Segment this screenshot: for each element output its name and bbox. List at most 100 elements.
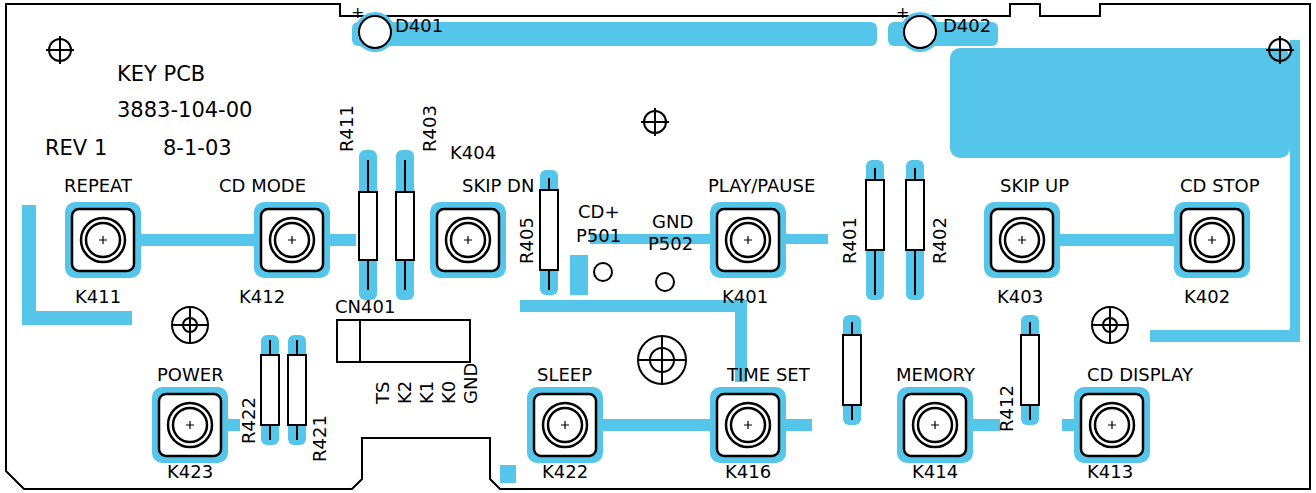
- silkscreen-label: REV 1: [45, 136, 107, 160]
- switch-body: [159, 394, 221, 456]
- mounting-holes: [46, 36, 1294, 384]
- switch-body: [72, 209, 134, 271]
- silkscreen-label: 8-1-03: [163, 136, 232, 160]
- silkscreen-label: REPEAT: [64, 176, 132, 197]
- switch-ring: [1000, 218, 1044, 262]
- part-label: K0: [439, 381, 460, 404]
- switch-ring: [1095, 408, 1129, 442]
- part-label: GND: [461, 363, 482, 404]
- connector-symbol: [337, 320, 470, 362]
- switch-body: [534, 394, 596, 456]
- silkscreen-label: K404: [450, 143, 496, 164]
- switch-body: [717, 209, 779, 271]
- switch-ring: [1090, 403, 1134, 447]
- part-label: R411: [337, 105, 358, 152]
- silkscreen-label: TIME SET: [727, 365, 810, 386]
- silkscreen-label: K401: [722, 287, 768, 308]
- part-label: R403: [420, 105, 441, 152]
- switch-ring: [86, 223, 120, 257]
- switch-ring: [548, 408, 582, 442]
- part-label: R405: [517, 217, 538, 264]
- silkscreen-label: 3883-104-00: [117, 98, 252, 122]
- silkscreen-label: K422: [542, 462, 588, 483]
- test-points: [594, 263, 674, 291]
- switch-body: [437, 209, 499, 271]
- switch-ring: [918, 408, 952, 442]
- silkscreen-label: SKIP DN: [462, 176, 534, 197]
- silkscreen-label: GND: [652, 212, 693, 233]
- silkscreen-label: SKIP UP: [1000, 176, 1069, 197]
- silkscreen-label: K416: [725, 462, 771, 483]
- switch-body: [717, 394, 779, 456]
- switch-ring: [275, 223, 309, 257]
- switch-body: [1181, 209, 1243, 271]
- part-label: K1: [417, 381, 438, 404]
- silkscreen-label: CN401: [335, 297, 395, 318]
- silkscreen-label: K414: [912, 462, 958, 483]
- switch-center: [99, 236, 107, 244]
- switch-center: [464, 236, 472, 244]
- silkscreen-label: K423: [167, 462, 213, 483]
- switch-body: [261, 209, 323, 271]
- switch-center: [744, 421, 752, 429]
- silkscreen-label: MEMORY: [896, 365, 975, 386]
- switch-ring: [81, 218, 125, 262]
- switch-center: [931, 421, 939, 429]
- switch-center: [744, 236, 752, 244]
- switch-ring: [168, 403, 212, 447]
- switch-ring: [913, 403, 957, 447]
- switch-ring: [173, 408, 207, 442]
- part-label: R412: [997, 385, 1018, 432]
- switch-ring: [731, 223, 765, 257]
- silkscreen-label: SLEEP: [537, 365, 592, 386]
- switch-center: [288, 236, 296, 244]
- switch-symbols: [72, 209, 1243, 456]
- switch-center: [1018, 236, 1026, 244]
- silkscreen-label: POWER: [157, 365, 224, 386]
- silkscreen-label: K403: [997, 287, 1043, 308]
- silkscreen-label: P502: [648, 234, 693, 255]
- part-label: R401: [840, 217, 861, 264]
- switch-center: [1108, 421, 1116, 429]
- silkscreen-label: +: [896, 4, 909, 22]
- silkscreen-label: CD MODE: [219, 176, 306, 197]
- switch-ring: [1195, 223, 1229, 257]
- switch-body: [904, 394, 966, 456]
- board-outline: [6, 4, 1310, 489]
- silkscreen-label: D401: [395, 16, 443, 37]
- silkscreen-label: D402: [943, 16, 991, 37]
- switch-center: [186, 421, 194, 429]
- switch-ring: [726, 403, 770, 447]
- silkscreen-label: +: [351, 4, 364, 22]
- switch-ring: [731, 408, 765, 442]
- silkscreen-label: CD STOP: [1180, 176, 1260, 197]
- silkscreen-label: P501: [576, 226, 621, 247]
- silkscreen-label: PLAY/PAUSE: [708, 176, 815, 197]
- switch-ring: [270, 218, 314, 262]
- switch-center: [1208, 236, 1216, 244]
- switch-ring: [543, 403, 587, 447]
- silkscreen-label: K402: [1184, 287, 1230, 308]
- silkscreen-label: K413: [1087, 462, 1133, 483]
- silkscreen-label: KEY PCB: [117, 62, 205, 86]
- part-label: TS: [373, 382, 394, 404]
- switch-body: [1081, 394, 1143, 456]
- copper-layer: [22, 12, 1300, 483]
- silkscreen-label: K411: [75, 287, 121, 308]
- switch-ring: [1190, 218, 1234, 262]
- switch-ring: [446, 218, 490, 262]
- part-label: R402: [930, 217, 951, 264]
- part-label: K2: [395, 381, 416, 404]
- switch-ring: [726, 218, 770, 262]
- switch-center: [561, 421, 569, 429]
- part-label: R422: [239, 397, 260, 444]
- silkscreen-label: CD+: [578, 202, 620, 223]
- led-symbols: [359, 16, 936, 48]
- silkscreen-label: K412: [239, 287, 285, 308]
- switch-body: [991, 209, 1053, 271]
- switch-ring: [451, 223, 485, 257]
- switch-ring: [1005, 223, 1039, 257]
- silkscreen-label: CD DISPLAY: [1087, 365, 1193, 386]
- part-label: R421: [310, 415, 331, 462]
